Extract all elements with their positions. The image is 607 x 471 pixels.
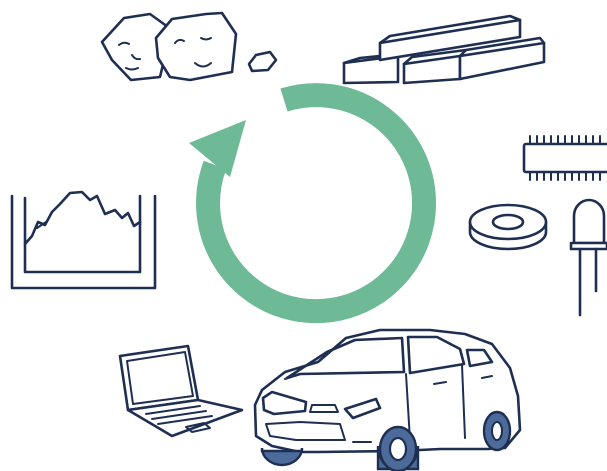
recycle-cycle-arrow-icon (189, 83, 437, 324)
ore-rocks-icon (100, 11, 278, 82)
metal-ingots-icon (342, 14, 546, 85)
landfill-pit-icon (10, 190, 157, 290)
ring-magnet-icon (468, 203, 548, 251)
led-icon (569, 198, 607, 317)
laptop-icon (118, 344, 244, 438)
car-icon (253, 328, 522, 471)
microchip-icon (522, 135, 607, 181)
